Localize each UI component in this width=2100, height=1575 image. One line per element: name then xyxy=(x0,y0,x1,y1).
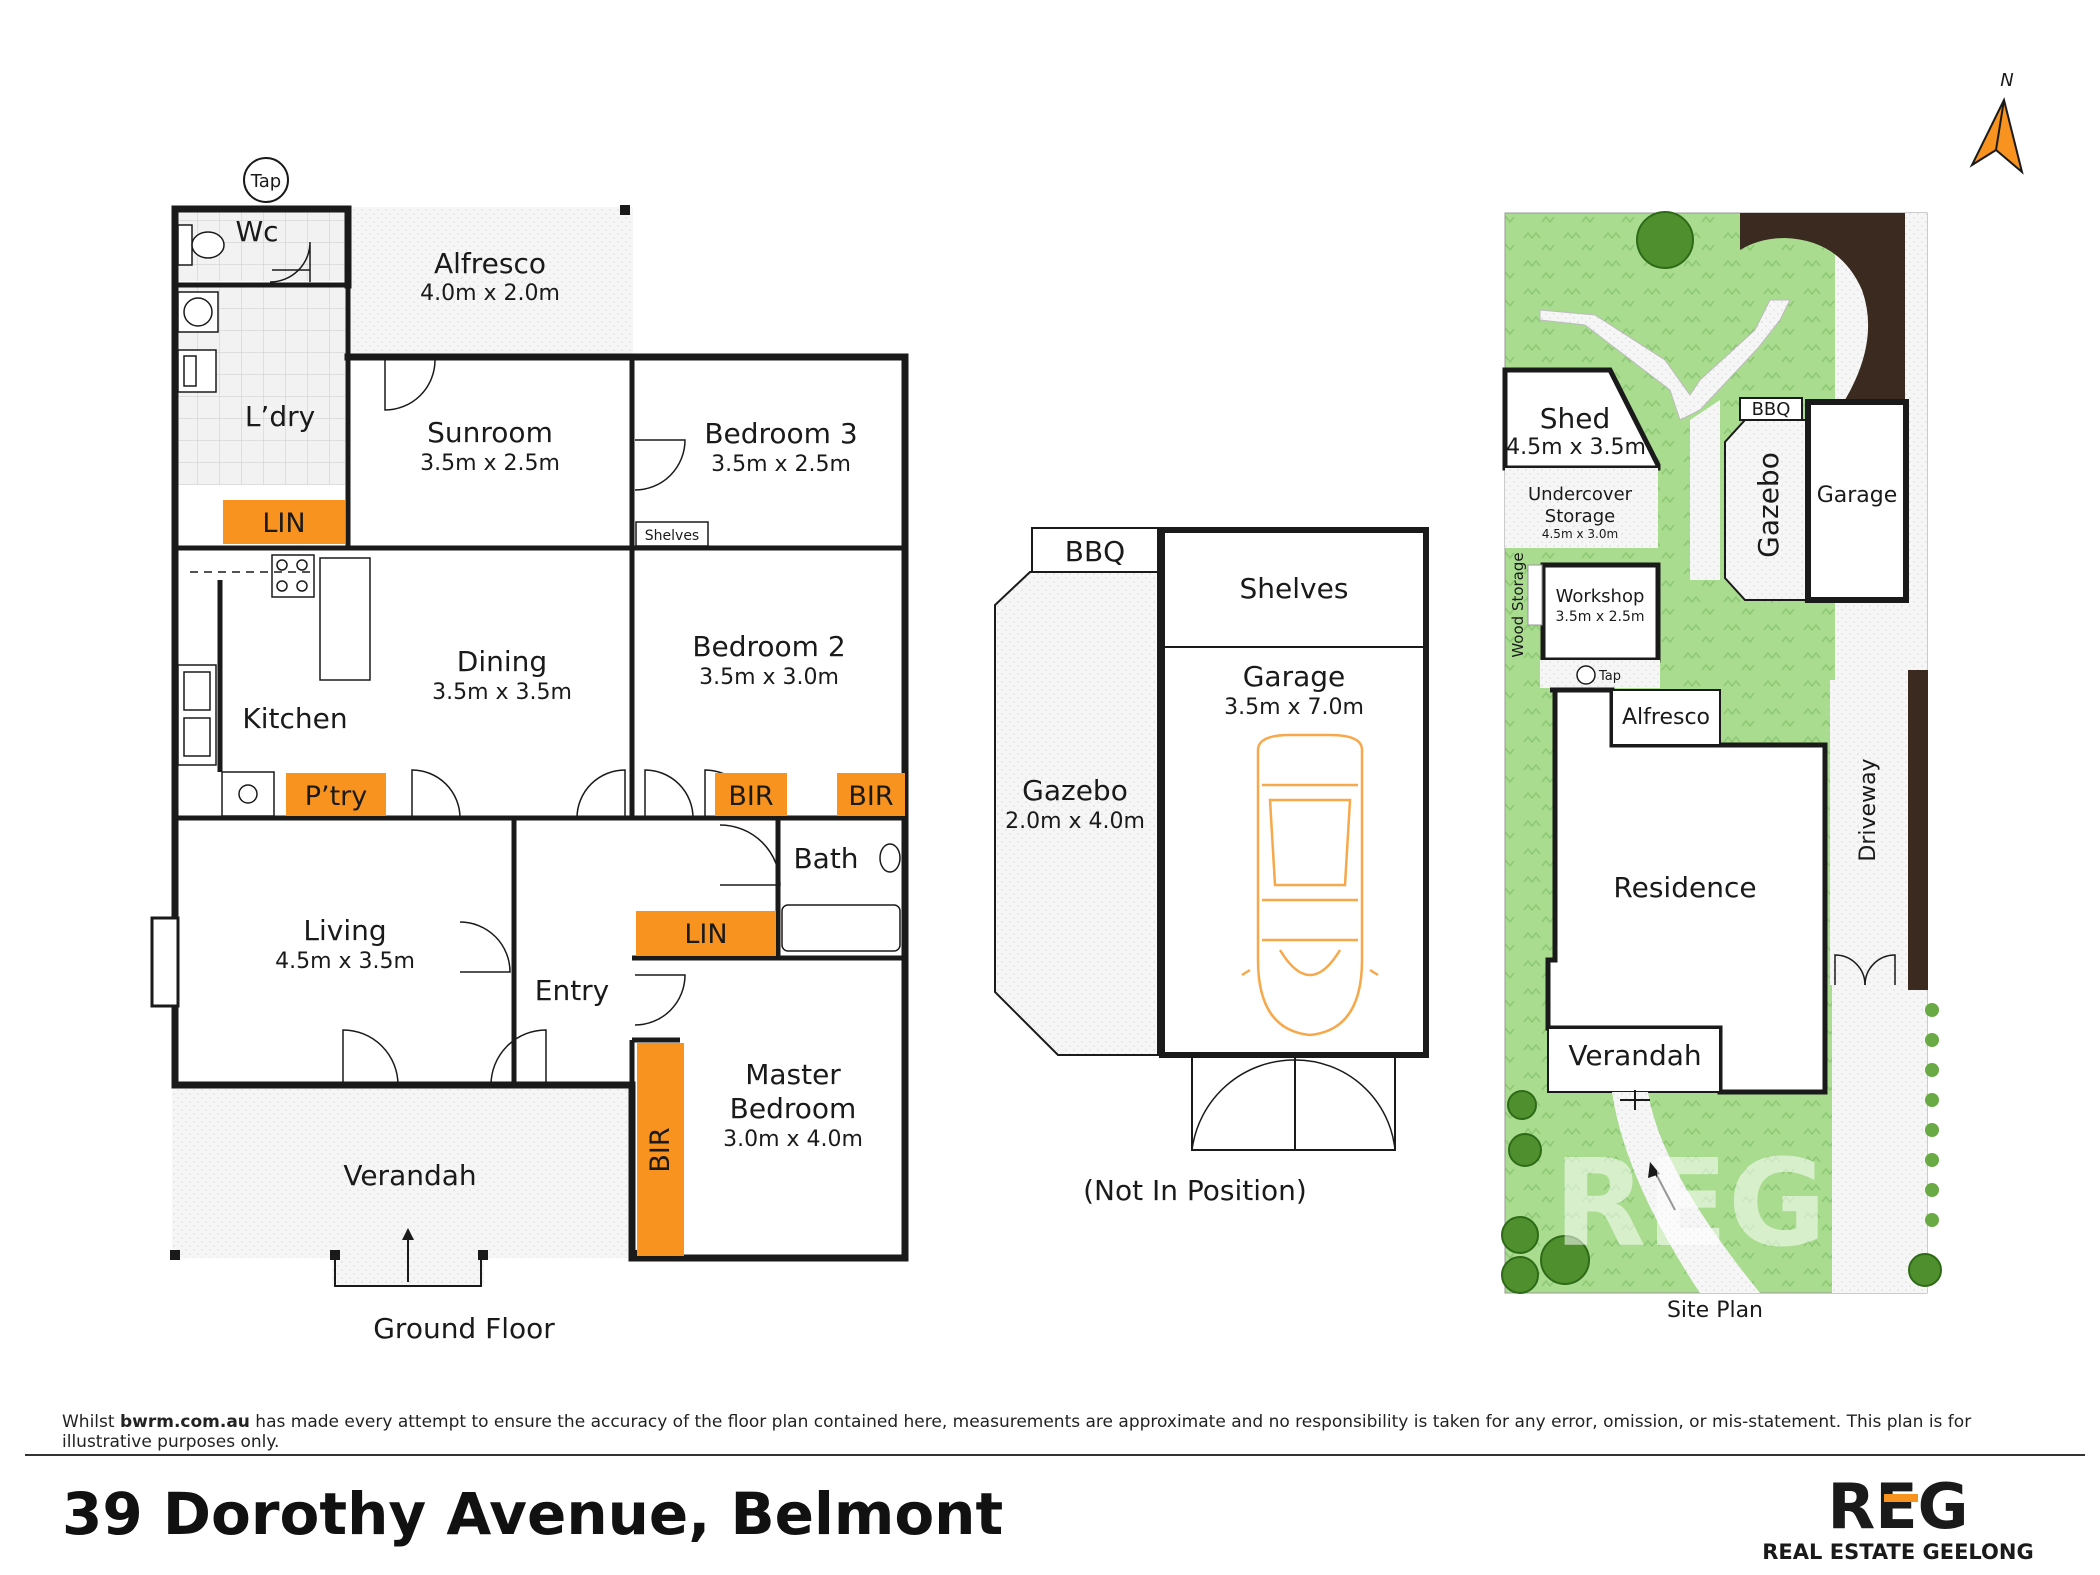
disclaimer-post: has made every attempt to ensure the acc… xyxy=(62,1412,1972,1452)
bedroom2-label: Bedroom 2 xyxy=(692,630,845,663)
wc-label: Wc xyxy=(235,215,278,248)
outbuilding-garage-dim: 3.5m x 7.0m xyxy=(1224,695,1364,720)
brand-name: REAL ESTATE GEELONG xyxy=(1762,1540,2034,1564)
sunroom-label: Sunroom xyxy=(427,416,553,449)
bedroom2-dim: 3.5m x 3.0m xyxy=(699,665,839,690)
bir1-label: BIR xyxy=(728,781,773,812)
dining-label: Dining xyxy=(457,645,547,678)
shelves-label: Shelves xyxy=(645,528,699,544)
site-residence-label: Residence xyxy=(1613,871,1756,904)
brand-logo-text: REG xyxy=(1828,1470,1969,1540)
site-plan: REG N Shed 4.5m x 3.5m Undercover Storag… xyxy=(1501,70,2024,1323)
bir-cupboard-2 xyxy=(837,773,905,816)
site-shed-label: Shed xyxy=(1540,402,1611,435)
entry-label: Entry xyxy=(535,974,610,1007)
pantry-cupboard xyxy=(286,773,386,816)
master-label-1: Master xyxy=(745,1058,841,1091)
property-address: 39 Dorothy Avenue, Belmont xyxy=(62,1480,1004,1548)
car-icon xyxy=(1241,733,1379,1037)
site-workshop-dim: 3.5m x 2.5m xyxy=(1556,609,1645,625)
alfresco-label: Alfresco xyxy=(434,247,546,280)
master-bir-cupboard xyxy=(637,1043,684,1256)
reg-logo-icon: REG xyxy=(1828,1470,1969,1543)
verandah-label: Verandah xyxy=(343,1159,476,1192)
outbuilding-bbq-label: BBQ xyxy=(1065,535,1125,568)
laundry-lin-label: LIN xyxy=(262,508,305,539)
verandah-area xyxy=(172,1088,632,1258)
disclaimer-text: Whilst bwrm.com.au has made every attemp… xyxy=(62,1412,2052,1452)
ground-floor-plan: Tap Wc Alfresco 4.0m x 2.0m L’dry LIN Su… xyxy=(150,157,909,1345)
site-bbq-label: BBQ xyxy=(1752,399,1791,420)
north-label: N xyxy=(2000,70,2013,91)
alfresco-dim: 4.0m x 2.0m xyxy=(420,281,560,306)
hall-lin-cupboard xyxy=(636,911,776,956)
site-alfresco-label: Alfresco xyxy=(1622,705,1710,730)
site-garage-label: Garage xyxy=(1817,483,1898,508)
master-bir-label: BIR xyxy=(645,1127,676,1172)
ground-floor-caption: Ground Floor xyxy=(373,1312,555,1345)
kitchen-label: Kitchen xyxy=(242,702,347,735)
living-dim: 4.5m x 3.5m xyxy=(275,949,415,974)
laundry-lin-cupboard xyxy=(223,500,345,544)
outbuilding-plan: BBQ Shelves Garage 3.5m x 7.0m Gazebo 2.… xyxy=(994,527,1429,1207)
master-dim: 3.0m x 4.0m xyxy=(723,1127,863,1152)
site-tap-label: Tap xyxy=(1598,669,1621,684)
site-plan-caption: Site Plan xyxy=(1667,1298,1763,1323)
living-label: Living xyxy=(303,914,386,947)
dining-dim: 3.5m x 3.5m xyxy=(432,680,572,705)
site-verandah-label: Verandah xyxy=(1568,1039,1701,1072)
master-label-2: Bedroom xyxy=(730,1092,857,1125)
disclaimer-pre: Whilst xyxy=(62,1412,120,1432)
reg-watermark: REG xyxy=(1554,1135,1827,1274)
bedroom3-label: Bedroom 3 xyxy=(704,417,857,450)
site-undercover-label-1: Undercover xyxy=(1528,484,1633,505)
outbuilding-gazebo-dim: 2.0m x 4.0m xyxy=(1005,809,1145,834)
hall-lin-label: LIN xyxy=(684,919,727,950)
disclaimer-site: bwrm.com.au xyxy=(119,1412,250,1432)
site-undercover-label-2: Storage xyxy=(1545,506,1615,527)
outbuilding-garage-label: Garage xyxy=(1243,660,1346,693)
bath-label: Bath xyxy=(793,842,858,875)
bir2-label: BIR xyxy=(848,781,893,812)
outbuilding-gazebo-label: Gazebo xyxy=(1022,774,1128,807)
north-arrow-icon xyxy=(1969,97,2024,175)
site-gazebo-label: Gazebo xyxy=(1752,452,1785,558)
bir-cupboard-1 xyxy=(715,773,787,816)
site-undercover-dim: 4.5m x 3.0m xyxy=(1542,527,1618,541)
pantry-label: P’try xyxy=(305,781,368,812)
driveway-label: Driveway xyxy=(1856,758,1881,861)
outbuilding-shelves-label: Shelves xyxy=(1240,572,1349,605)
site-workshop-label: Workshop xyxy=(1556,586,1645,607)
alfresco-area xyxy=(348,207,633,355)
sunroom-dim: 3.5m x 2.5m xyxy=(420,451,560,476)
brand-logo: REG REAL ESTATE GEELONG xyxy=(1758,1470,2038,1570)
footer-divider xyxy=(25,1454,2085,1456)
not-in-position-caption: (Not In Position) xyxy=(1083,1174,1307,1207)
bedroom3-dim: 3.5m x 2.5m xyxy=(711,452,851,477)
site-shed-dim: 4.5m x 3.5m xyxy=(1506,435,1646,460)
wood-storage-label: Wood Storage xyxy=(1509,552,1527,657)
tap-label: Tap xyxy=(250,171,281,192)
laundry-label: L’dry xyxy=(245,400,315,433)
